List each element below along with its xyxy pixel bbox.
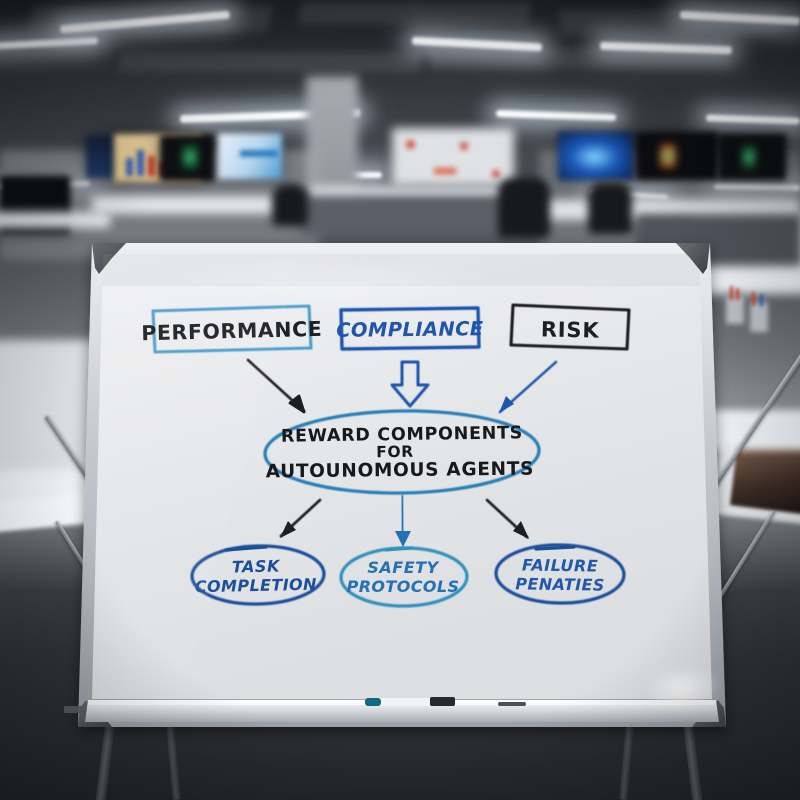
node-compliance[interactable]: COMPLIANCE [336,306,484,351]
connector-core-to-failure [485,498,529,539]
node-risk-label: RISK [541,317,600,342]
node-safety-protocols[interactable]: SAFETY PROTOCOLS [339,546,469,608]
board-surface[interactable] [92,254,712,699]
connector-core-to-safety [395,494,411,547]
node-compliance-label: COMPLIANCE [336,317,484,342]
pen [760,294,763,307]
background-monitor [636,132,718,180]
background-desk-base [300,196,520,236]
monitor-glow [742,144,756,170]
background-desk [92,196,302,214]
node-failure-line-1: FAILURE [522,555,599,575]
pen [736,288,739,300]
sticky-note [434,168,456,174]
sticky-note [406,140,415,149]
connector-risk-to-core [498,360,558,414]
background-desk [0,212,110,228]
node-reward-line-3: AUTOUNOMOUS AGENTS [266,459,535,483]
corner-cap-top-left [92,243,126,274]
pen [730,286,733,300]
desk-surface-left [0,340,100,470]
diagram-ink: PERFORMANCE COMPLIANCE RISK [141,303,631,608]
monitor-glow [660,142,676,170]
node-task-line-2: COMPLETION [195,575,318,597]
sticky-note [460,142,468,150]
connector-core-to-task [279,498,322,538]
sticky-note [492,170,500,178]
connector-compliance-to-core [390,360,430,408]
node-safety-line-1: SAFETY [367,558,439,577]
connector-performance-to-core [246,358,306,414]
chart-bar [148,156,155,176]
node-task-line-1: TASK [232,556,281,576]
pen-cup [750,302,768,332]
board-glare-sheen [92,254,300,699]
marker-secondary[interactable] [498,702,526,706]
node-performance-label: PERFORMANCE [141,317,323,345]
office-chair [498,178,550,238]
node-task-completion[interactable]: TASK COMPLETION [190,544,326,606]
whiteboard-marker[interactable] [365,697,455,706]
monitor-glow [182,144,198,170]
node-performance[interactable]: PERFORMANCE [141,304,323,354]
node-risk[interactable]: RISK [509,303,631,351]
background-monitor [558,132,634,180]
node-reward-components[interactable]: REWARD COMPONENTS FOR AUTOUNOMOUS AGENTS [263,409,541,495]
marker-tray[interactable] [85,700,719,722]
board-glare-bottom-right [645,665,721,711]
office-chair [272,184,308,226]
node-reward-line-1: REWARD COMPONENTS [281,423,523,446]
tray-eraser[interactable] [64,706,86,713]
node-reward-line-2: FOR [376,443,414,462]
office-chair [588,182,632,234]
pen [752,292,755,306]
node-safety-line-2: PROTOCOLS [347,577,460,596]
pen-cup [726,296,744,324]
corner-cap-top-right [676,243,710,274]
monitor-ui-bar [240,150,278,157]
node-failure-line-2: PENATIES [515,574,605,594]
chart-bar [126,158,133,176]
board-glare-top [160,256,500,308]
node-failure-penaties[interactable]: FAILURE PENATIES [494,543,626,605]
chart-bar [137,150,144,176]
